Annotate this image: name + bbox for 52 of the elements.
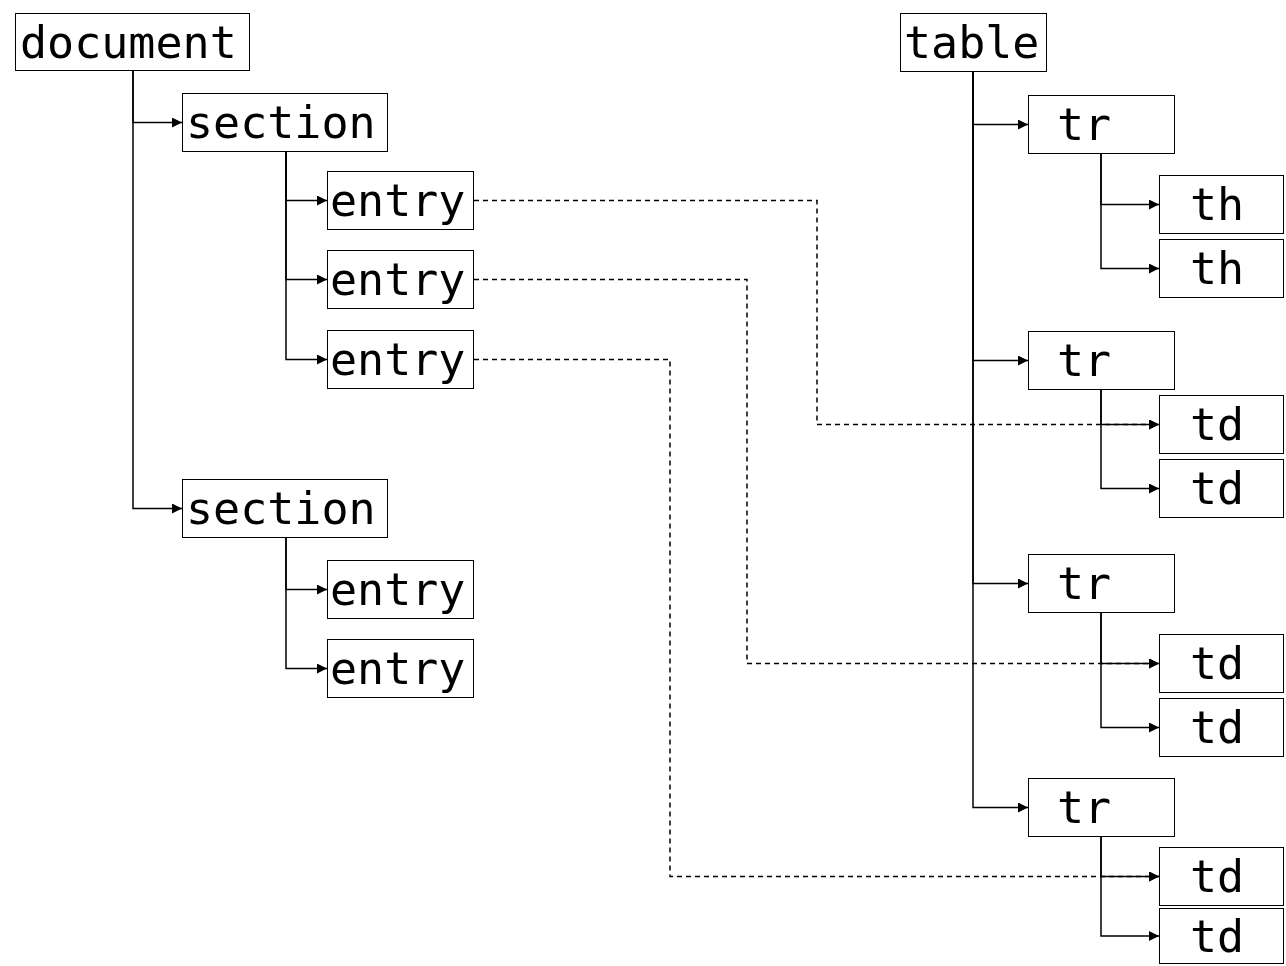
node-box <box>1159 459 1284 518</box>
node-label: entry <box>330 337 466 382</box>
node-box <box>327 639 474 698</box>
node-box <box>1159 395 1284 454</box>
arrow <box>285 151 328 365</box>
node-label: td <box>1190 854 1245 899</box>
node-label: tr <box>1057 785 1112 830</box>
node-label: td <box>1190 402 1245 447</box>
node-box <box>1159 847 1284 906</box>
node-box <box>1159 175 1284 234</box>
arrow <box>132 70 183 514</box>
node-box <box>1159 239 1284 298</box>
arrow <box>1100 389 1160 494</box>
node-box <box>327 171 474 230</box>
node-label: tr <box>1057 561 1112 606</box>
arrow <box>1100 836 1160 941</box>
node-label: td <box>1190 641 1245 686</box>
node-box <box>182 93 388 152</box>
node-label: document <box>20 19 237 65</box>
node-label: entry <box>330 257 466 302</box>
node-label: tr <box>1057 338 1112 383</box>
node-box <box>1159 908 1284 964</box>
node-label: td <box>1190 705 1245 750</box>
arrow <box>285 537 328 674</box>
node-label: entry <box>330 646 466 691</box>
node-box <box>900 13 1047 72</box>
node-box <box>1028 554 1175 613</box>
dashed-arrow <box>473 278 1160 669</box>
node-label: section <box>186 486 376 531</box>
node-box <box>327 560 474 619</box>
node-label: entry <box>330 567 466 612</box>
node-box <box>1159 634 1284 693</box>
node-label: td <box>1190 913 1245 959</box>
node-box <box>182 479 388 538</box>
dashed-arrow <box>473 358 1160 882</box>
node-box <box>1028 95 1175 154</box>
node-box <box>327 250 474 309</box>
node-label: table <box>904 20 1040 65</box>
node-label: section <box>186 100 376 145</box>
node-box <box>1028 778 1175 837</box>
node-label: entry <box>330 178 466 223</box>
node-label: th <box>1190 182 1245 227</box>
node-box <box>327 330 474 389</box>
arrow <box>1100 153 1160 274</box>
arrow <box>1100 612 1160 733</box>
node-box <box>1028 331 1175 390</box>
node-box <box>1159 698 1284 757</box>
node-box <box>15 13 250 71</box>
node-label: tr <box>1057 102 1112 147</box>
dashed-arrow <box>473 199 1160 430</box>
node-label: th <box>1190 246 1245 291</box>
node-label: td <box>1190 466 1245 511</box>
